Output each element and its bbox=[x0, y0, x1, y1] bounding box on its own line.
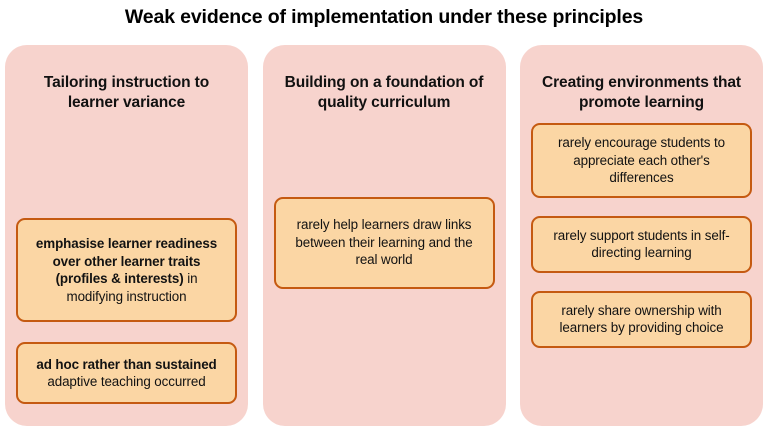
finding-card-emphasis: emphasise learner readiness over other l… bbox=[35, 236, 218, 286]
principle-panel-quality-curriculum: Building on a foundation of quality curr… bbox=[262, 45, 506, 426]
finding-card-text: rarely encourage students to appreciate … bbox=[558, 135, 725, 185]
panel-heading: Tailoring instruction to learner varianc… bbox=[43, 74, 210, 111]
finding-card: rarely encourage students to appreciate … bbox=[531, 123, 752, 198]
panel-heading: Creating environments that promote learn… bbox=[542, 74, 741, 111]
finding-card-text: adaptive teaching occurred bbox=[47, 374, 206, 389]
finding-card: ad hoc rather than sustained adaptive te… bbox=[16, 342, 237, 404]
finding-card-text: rarely support students in self-directin… bbox=[553, 227, 730, 261]
finding-card: rarely support students in self-directin… bbox=[531, 215, 752, 273]
finding-card-text: in modifying instruction bbox=[66, 271, 198, 304]
finding-card-list: rarely encourage students to appreciate … bbox=[531, 113, 752, 426]
finding-card-list: emphasise learner readiness over other l… bbox=[16, 113, 237, 426]
principle-columns: Tailoring instruction to learner varianc… bbox=[5, 45, 763, 426]
finding-card-text: rarely help learners draw links between … bbox=[295, 217, 473, 268]
finding-card: rarely help learners draw links between … bbox=[273, 196, 495, 289]
panel-heading: Building on a foundation of quality curr… bbox=[284, 74, 484, 111]
page-title: Weak evidence of implementation under th… bbox=[124, 6, 644, 28]
finding-card: emphasise learner readiness over other l… bbox=[16, 218, 237, 322]
finding-card-text: rarely share ownership with learners by … bbox=[559, 302, 724, 336]
finding-card-emphasis: ad hoc rather than sustained bbox=[36, 356, 217, 372]
finding-card: rarely share ownership with learners by … bbox=[531, 290, 752, 348]
principle-panel-tailoring-instruction: Tailoring instruction to learner varianc… bbox=[5, 45, 248, 426]
finding-card-list: rarely help learners draw links between … bbox=[273, 113, 495, 426]
principle-panel-promote-learning: Creating environments that promote learn… bbox=[520, 45, 763, 426]
